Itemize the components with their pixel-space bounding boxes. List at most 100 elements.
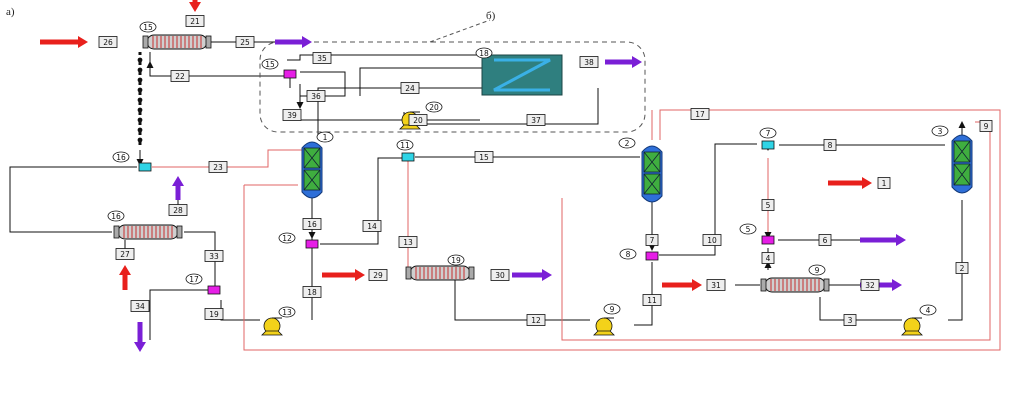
equipment-label-13-ring (278, 306, 296, 318)
stream-label-4: 4 (766, 254, 771, 263)
mixer-11 (401, 152, 415, 162)
equipment-label-13: 13 (282, 308, 292, 317)
membrane-18 (481, 54, 563, 96)
stream-label-30: 30 (495, 271, 505, 280)
feed-arrow (322, 269, 365, 281)
exchanger-head (760, 278, 767, 292)
pump-9 (593, 317, 615, 336)
panel-label-a: a) (6, 6, 15, 18)
chain-dot (137, 107, 143, 113)
catalyst-bed-x (643, 151, 661, 173)
pump-4 (901, 317, 923, 336)
product-arrow (134, 322, 146, 352)
pump-13 (261, 317, 283, 336)
stream-label-29: 29 (373, 271, 383, 280)
feed-arrow (189, 0, 201, 12)
equipment-label-12: 12 (282, 234, 292, 243)
product-arrow (860, 234, 906, 246)
chain-dot (137, 77, 143, 83)
stream-label-20: 20 (413, 116, 423, 125)
stream-label-14-box (362, 220, 382, 232)
equipment-label-3: 3 (938, 127, 943, 136)
equipment-label-15-ring (139, 21, 157, 33)
equipment-label-11-ring (396, 139, 414, 151)
equipment-label-16-ring (107, 210, 125, 222)
stream-label-15: 15 (479, 153, 489, 162)
equipment-label-3-ring (931, 125, 949, 137)
pump-base (901, 330, 923, 336)
stream-label-26-box (98, 36, 118, 48)
exchanger-head (205, 35, 212, 49)
stream-label-19-box (204, 308, 224, 320)
process-line-13 (184, 231, 216, 290)
equipment-label-9-ring (808, 264, 826, 276)
stream-label-11-box (642, 294, 662, 306)
process-line-26 (659, 143, 757, 256)
process-line-16 (149, 289, 208, 340)
process-line-21 (320, 157, 402, 245)
stream-label-36: 36 (311, 92, 321, 101)
feed-arrow (662, 279, 702, 291)
stream-label-15-box (474, 151, 494, 163)
equipment-label-17: 17 (189, 275, 199, 284)
process-line-4 (287, 54, 480, 61)
membrane-unit-boundary (259, 41, 646, 133)
chain-dot (137, 67, 143, 73)
stream-label-26: 26 (103, 38, 113, 47)
stream-label-39: 39 (287, 111, 297, 120)
equipment-label-1-ring (316, 131, 334, 143)
stream-label-38-box (579, 56, 599, 68)
product-arrow (172, 176, 184, 200)
equipment-label-19-ring (447, 254, 465, 266)
stream-label-31: 31 (711, 281, 721, 290)
stream-label-11: 11 (647, 296, 657, 305)
stream-label-24-box (400, 82, 420, 94)
exchanger-head (176, 225, 183, 239)
splitter-12 (305, 239, 319, 249)
stream-label-4-box (761, 252, 775, 264)
membrane-unit-leader (429, 19, 491, 43)
chain-dot (137, 87, 143, 93)
stream-label-27: 27 (120, 250, 130, 259)
product-arrow (275, 36, 312, 48)
equipment-label-9: 9 (610, 305, 615, 314)
pump-base (593, 330, 615, 336)
feed-arrow (828, 177, 872, 189)
stream-label-34-box (130, 300, 150, 312)
process-line-10 (404, 88, 599, 125)
stream-label-10: 10 (707, 236, 717, 245)
chain-dot (137, 97, 143, 103)
reactor-2 (641, 145, 663, 203)
stream-label-13-box (398, 236, 418, 248)
equipment-label-5: 5 (746, 225, 751, 234)
equipment-label-16: 16 (111, 212, 121, 221)
heat-exchanger-9 (760, 277, 830, 293)
stream-label-34: 34 (135, 302, 145, 311)
stream-label-37-box (526, 114, 546, 126)
mixer-7 (761, 140, 775, 150)
stream-label-32-box (860, 279, 880, 291)
equipment-label-17-ring (185, 273, 203, 285)
stream-label-2-box (955, 262, 969, 274)
equipment-label-18-ring (475, 47, 493, 59)
stream-label-25: 25 (240, 38, 250, 47)
stream-label-21-box (185, 15, 205, 27)
stream-label-22-box (170, 70, 190, 82)
equipment-label-8-ring (619, 248, 637, 260)
stream-label-39-box (282, 109, 302, 121)
splitter-8 (645, 251, 659, 261)
recycle-line-1 (152, 149, 310, 168)
equipment-label-7-ring (759, 127, 777, 139)
stream-label-37: 37 (531, 116, 541, 125)
stream-label-14: 14 (367, 222, 377, 231)
stream-label-30-box (490, 269, 510, 281)
heat-exchanger-19 (405, 265, 475, 281)
equipment-label-20-ring (425, 101, 443, 113)
catalyst-bed-x (953, 163, 971, 186)
stream-label-1: 1 (882, 179, 887, 188)
stream-label-24: 24 (405, 84, 415, 93)
reactor-1 (301, 141, 323, 199)
stream-label-12: 12 (531, 316, 541, 325)
stream-label-23: 23 (213, 163, 223, 172)
stream-label-33: 33 (209, 252, 219, 261)
